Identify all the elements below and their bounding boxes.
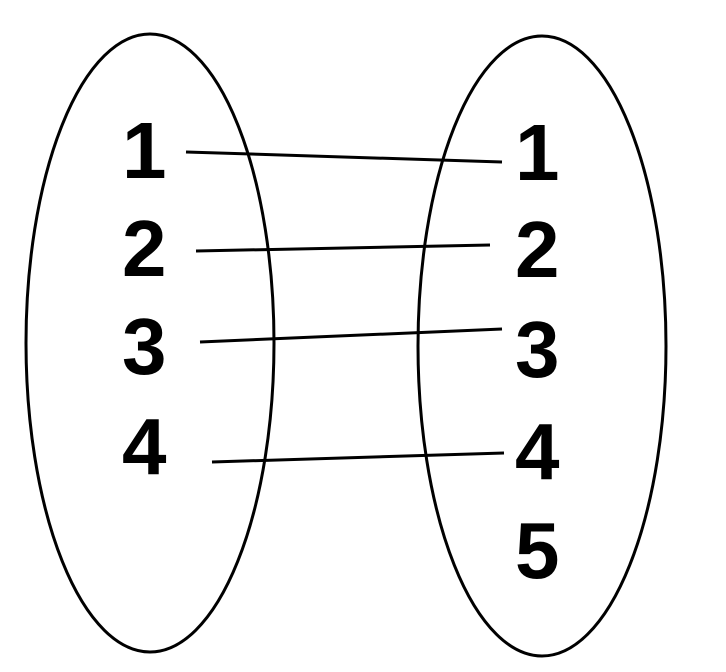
codomain-element: 5	[515, 506, 560, 595]
codomain-element: 3	[515, 305, 560, 394]
domain-set-ellipse	[24, 32, 276, 654]
mapping-line-3	[199, 327, 503, 344]
domain-element: 2	[122, 204, 167, 293]
codomain-element: 4	[515, 407, 560, 496]
codomain-element: 2	[515, 205, 560, 294]
mapping-line-2	[195, 243, 491, 253]
codomain-set-ellipse	[416, 34, 668, 658]
domain-element: 1	[122, 106, 167, 195]
mapping-line-4	[211, 451, 505, 464]
codomain-element: 1	[515, 108, 560, 197]
mapping-line-1	[185, 150, 503, 164]
domain-element: 3	[122, 302, 167, 391]
domain-element: 4	[122, 402, 167, 491]
